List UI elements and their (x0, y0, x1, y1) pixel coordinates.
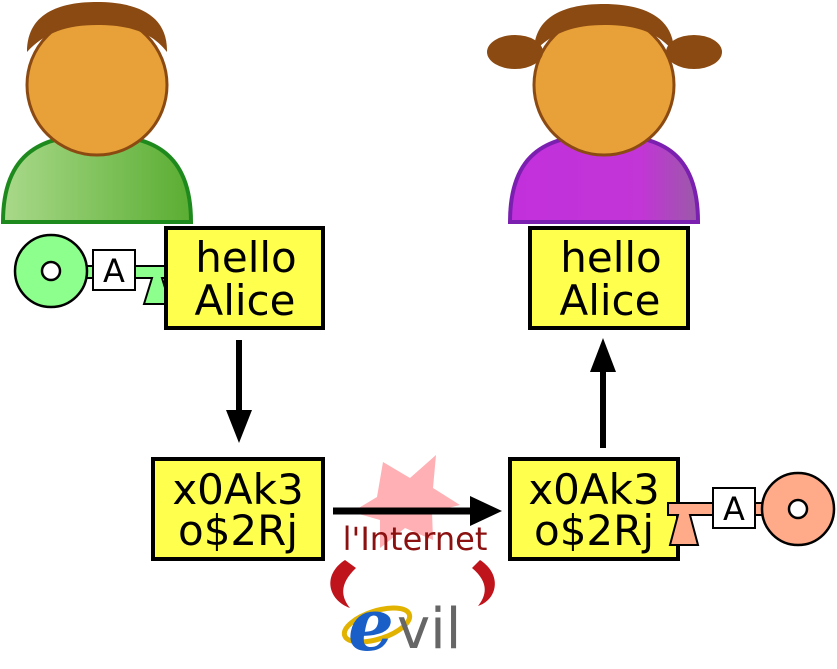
encrypt-arrow (226, 340, 252, 443)
evil-logo-e: e (348, 582, 394, 667)
receiver-ciphertext-line1: x0Ak3 (528, 465, 659, 514)
sender-plaintext-box: hello Alice (164, 226, 325, 330)
decrypt-arrow (590, 338, 616, 448)
receiver-ciphertext-line2: o$2Rj (534, 506, 654, 555)
sender-ciphertext-line1: x0Ak3 (172, 465, 303, 514)
evil-logo-text: vil (397, 597, 461, 662)
evil-horn-right-icon (472, 560, 495, 606)
sender-person-icon (0, 2, 194, 224)
transmit-arrow (333, 496, 502, 526)
sender-key-letter: A (103, 252, 125, 290)
evil-horn-left-icon (330, 560, 356, 608)
sender-ciphertext-box: x0Ak3 o$2Rj (151, 457, 325, 561)
receiver-person-icon (487, 4, 722, 224)
sender-ciphertext-line2: o$2Rj (178, 506, 298, 555)
receiver-ciphertext-box: x0Ak3 o$2Rj (508, 457, 680, 561)
evil-logo: e vil (341, 582, 461, 667)
receiver-plaintext-box: hello Alice (528, 226, 690, 330)
sender-plaintext-line2: Alice (194, 276, 295, 325)
internet-label: l'Internet (343, 520, 488, 558)
sender-key-icon: A (13, 233, 177, 309)
sender-plaintext-line1: hello (195, 233, 297, 282)
receiver-plaintext-line1: hello (560, 233, 662, 282)
receiver-plaintext-line2: Alice (559, 276, 660, 325)
receiver-key-icon: A (667, 471, 836, 547)
internet-star-icon (352, 455, 460, 548)
receiver-key-letter: A (723, 490, 745, 528)
